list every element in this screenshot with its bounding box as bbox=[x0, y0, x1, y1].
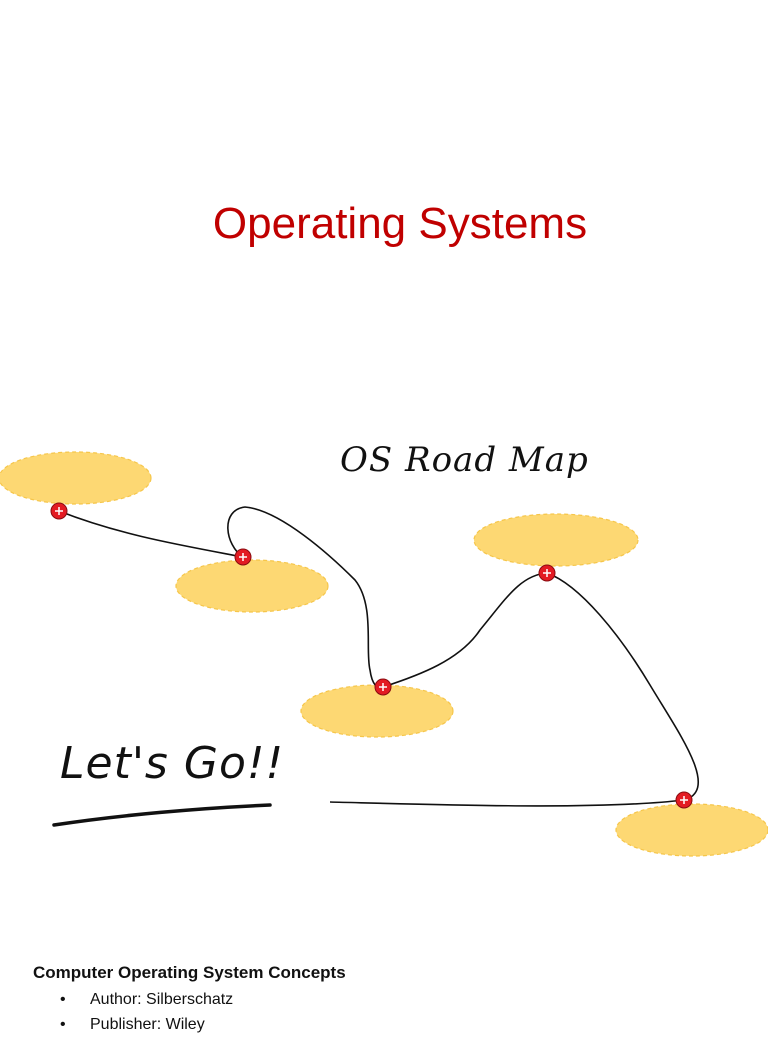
roadmap-pin-5 bbox=[675, 791, 693, 809]
bullet-icon: • bbox=[60, 991, 66, 1008]
list-item: • Publisher: Wiley bbox=[33, 1012, 753, 1037]
book-title: Computer Operating System Concepts bbox=[33, 963, 346, 982]
roadmap-stop-2 bbox=[175, 559, 329, 613]
book-info: Computer Operating System Concepts • Aut… bbox=[33, 962, 753, 1037]
roadmap-stop-5 bbox=[615, 803, 768, 857]
slide-title: Operating Systems bbox=[212, 199, 588, 248]
roadmap-stop-1 bbox=[0, 451, 152, 505]
bullet-icon: • bbox=[60, 1016, 66, 1033]
roadmap-pin-2 bbox=[234, 548, 252, 566]
book-publisher: Publisher: Wiley bbox=[90, 1016, 205, 1033]
roadmap-heading: OS Road Map bbox=[340, 440, 589, 480]
roadmap-pin-3 bbox=[374, 678, 392, 696]
roadmap-road-line bbox=[58, 506, 699, 807]
book-details-list: • Author: Silberschatz • Publisher: Wile… bbox=[33, 987, 753, 1037]
roadmap-pin-1 bbox=[50, 502, 68, 520]
lets-go-underline bbox=[52, 803, 272, 827]
lets-go-text: Let's Go!! bbox=[60, 738, 285, 789]
book-author: Author: Silberschatz bbox=[90, 991, 234, 1008]
roadmap-stop-4 bbox=[473, 513, 639, 567]
roadmap-pin-4 bbox=[538, 564, 556, 582]
list-item: • Author: Silberschatz bbox=[33, 987, 753, 1012]
